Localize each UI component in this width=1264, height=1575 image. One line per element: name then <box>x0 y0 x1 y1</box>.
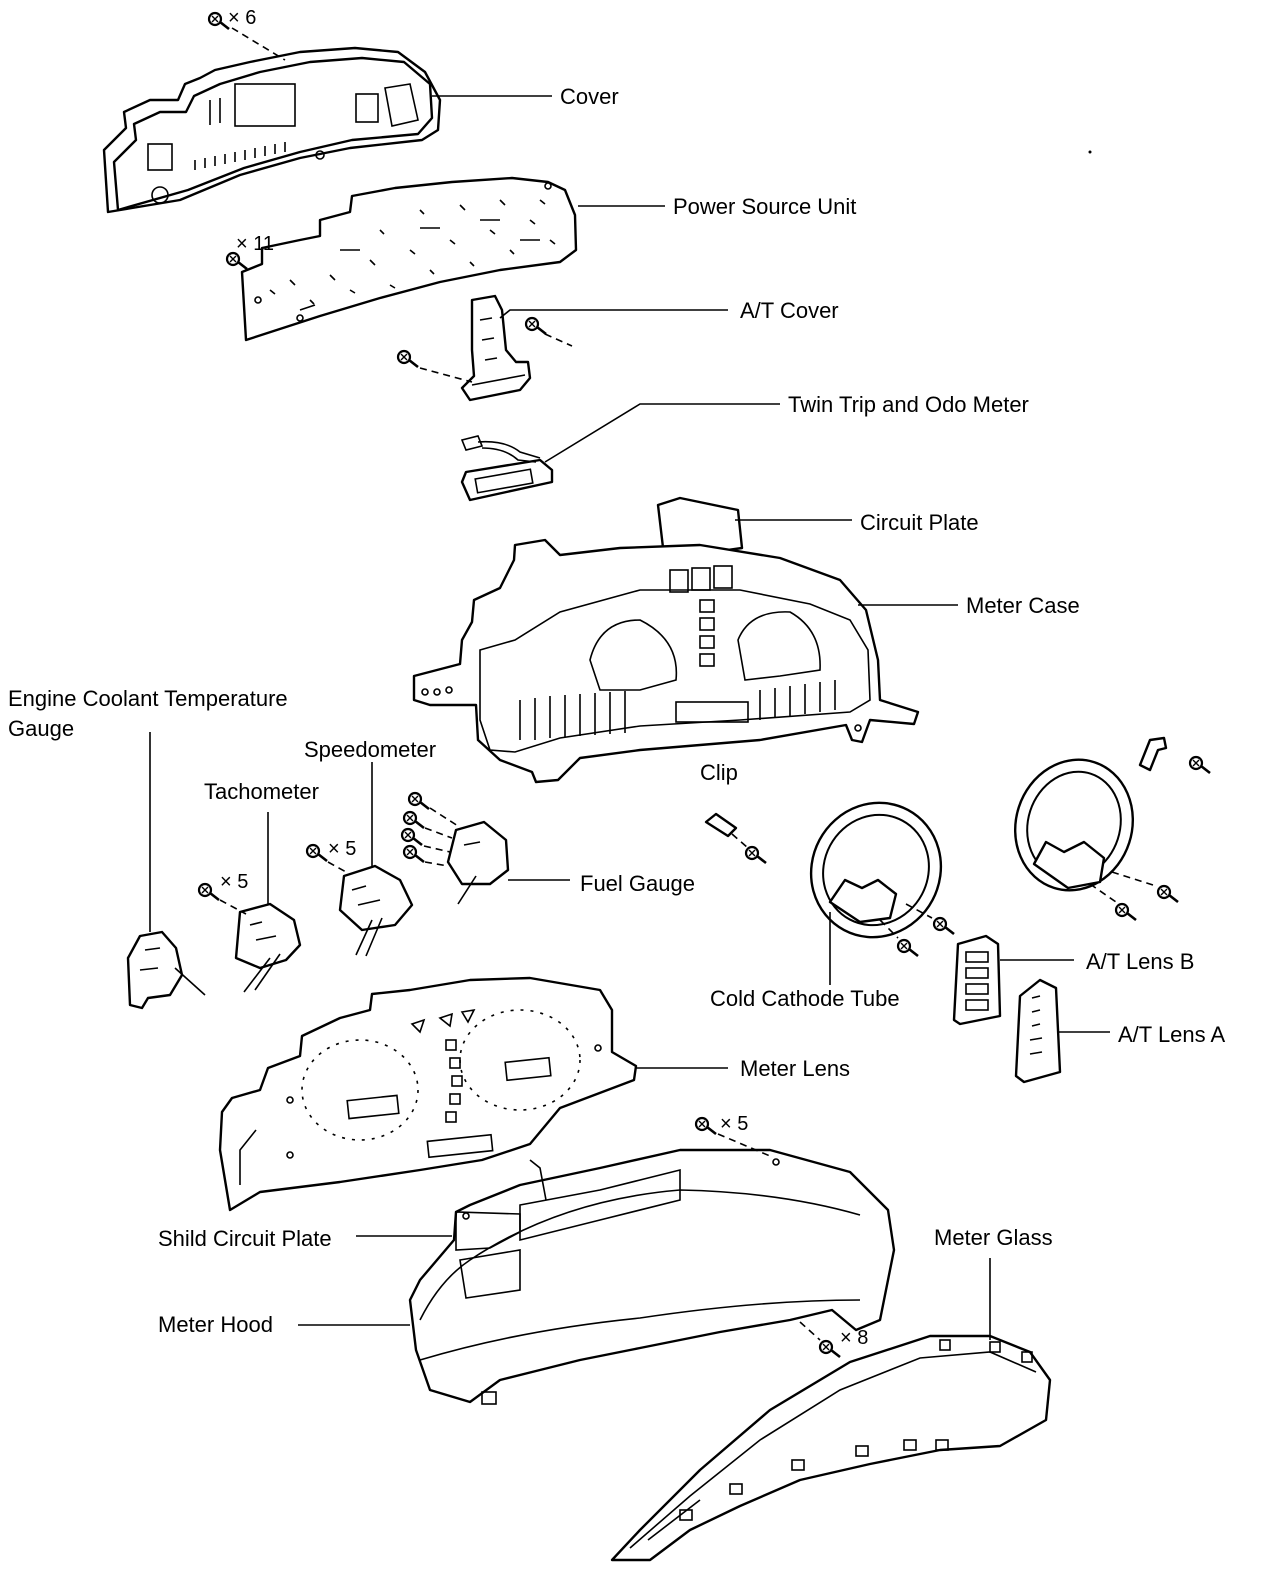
cover-label: Cover <box>560 84 619 109</box>
screw-icon <box>402 810 426 830</box>
at-lens-b-label: A/T Lens B <box>1086 949 1194 974</box>
clip-label: Clip <box>700 760 738 785</box>
screw-icon <box>400 827 424 847</box>
tachometer-label: Tachometer <box>204 779 319 804</box>
cold-cathode-tube-part <box>809 801 943 939</box>
meter-case-label: Meter Case <box>966 593 1080 618</box>
power-source-unit-label: Power Source Unit <box>673 194 856 219</box>
meter-glass-part <box>610 1334 1052 1562</box>
screw-icon <box>818 1339 842 1359</box>
clip-part <box>704 812 738 838</box>
meter-hood-part <box>408 1148 896 1405</box>
meter-glass-screw-count: × 8 <box>840 1327 868 1349</box>
shild-circuit-plate-label: Shild Circuit Plate <box>158 1226 332 1251</box>
fuel-gauge-part <box>446 820 510 905</box>
screw-icon <box>694 1116 718 1136</box>
screw-icon <box>305 843 329 863</box>
tachometer-screw-count: × 5 <box>220 871 248 893</box>
speedometer-screw-count: × 5 <box>328 838 356 860</box>
engine-coolant-label-line1: Engine Coolant Temperature <box>8 686 288 711</box>
meter-lens-label: Meter Lens <box>740 1056 850 1081</box>
cover-screw-count: × 6 <box>228 7 256 29</box>
twin-trip-label: Twin Trip and Odo Meter <box>788 392 1029 417</box>
screw-icon <box>1188 755 1212 775</box>
meter-hood-label: Meter Hood <box>158 1312 273 1337</box>
meter-glass-label: Meter Glass <box>934 1225 1053 1250</box>
screw-icon <box>197 882 221 902</box>
screw-icon <box>1114 902 1138 922</box>
screw-icon <box>396 349 420 369</box>
cover-part <box>102 46 442 214</box>
power-source-unit-part <box>240 176 578 342</box>
speedometer-label: Speedometer <box>304 737 436 762</box>
twin-trip-odo-meter-part <box>460 435 554 502</box>
screw-icon <box>402 844 426 864</box>
screw-icon <box>407 791 431 811</box>
screw-icon <box>524 316 548 336</box>
screw-icon <box>896 938 920 958</box>
meter-lens-part <box>218 976 638 1212</box>
speck <box>1088 150 1092 154</box>
at-lens-a-label: A/T Lens A <box>1118 1022 1226 1047</box>
power-source-screw-count: × 11 <box>236 233 274 255</box>
circuit-plate-label: Circuit Plate <box>860 510 979 535</box>
screw-icon <box>225 251 249 271</box>
fuel-gauge-label: Fuel Gauge <box>580 871 695 896</box>
screw-icon <box>1156 884 1180 904</box>
at-cover-label: A/T Cover <box>740 298 839 323</box>
at-cover-part <box>460 294 532 402</box>
at-lens-a-part <box>1014 978 1062 1084</box>
screw-icon <box>207 11 231 31</box>
meter-hood-screw-count: × 5 <box>720 1113 748 1135</box>
screw-icon <box>932 916 956 936</box>
engine-coolant-gauge-part <box>126 930 206 1010</box>
engine-coolant-label-line2: Gauge <box>8 716 74 741</box>
meter-case-part <box>412 496 920 784</box>
cold-cathode-tube-label: Cold Cathode Tube <box>710 986 900 1011</box>
cold-cathode-tube-upper-part <box>1013 736 1168 892</box>
at-lens-b-part <box>952 934 1002 1026</box>
tachometer-part <box>234 902 302 993</box>
screw-icon <box>744 845 768 865</box>
speedometer-part <box>338 864 414 957</box>
